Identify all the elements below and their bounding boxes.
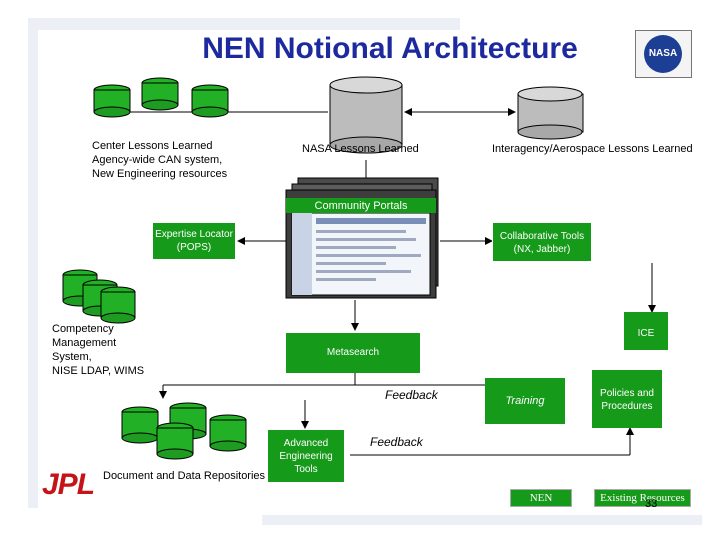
slide-frame-bottom (262, 515, 702, 525)
interagency-label: Interagency/Aerospace Lessons Learned (492, 143, 693, 155)
ice-box: ICE (624, 312, 668, 350)
nasa-logo-mark: NASA (644, 35, 682, 73)
community-portals-label: Community Portals (314, 200, 408, 212)
slide-frame-top (28, 18, 460, 30)
interagency-cylinder (517, 86, 584, 140)
document-cylinders (121, 402, 247, 460)
nasa-ll-cylinder (329, 76, 403, 154)
nasa-ll-label: NASA Lessons Learned (302, 143, 419, 155)
advanced-engineering-box: Advanced Engineering Tools (268, 430, 344, 482)
legend-existing-resources: Existing Resources (594, 489, 691, 507)
center-ll-label: Center Lessons Learned Agency-wide CAN s… (92, 140, 228, 180)
nasa-logo: NASA (635, 30, 692, 78)
metasearch-box: Metasearch (286, 333, 420, 373)
training-box: Training (485, 378, 565, 424)
slide-frame-left (28, 18, 38, 508)
policies-box: Policies and Procedures (592, 370, 662, 428)
document-repositories-label: Document and Data Repositories (103, 470, 266, 482)
jpl-logo: JPL (42, 468, 95, 501)
competency-cylinders (62, 269, 136, 324)
slide-title: NEN Notional Architecture (202, 32, 578, 65)
feedback-label-2: Feedback (370, 435, 423, 449)
expertise-locator-box: Expertise Locator (POPS) (152, 222, 236, 260)
page-number: 33 (645, 498, 658, 510)
center-ll-cylinders (93, 77, 229, 118)
feedback-label-1: Feedback (385, 388, 438, 402)
community-portals-stack (285, 177, 439, 299)
competency-label: Competency Management System, NISE LDAP,… (52, 323, 145, 377)
legend-nen: NEN (510, 489, 572, 507)
collaborative-tools-box: Collaborative Tools (NX, Jabber) (492, 222, 592, 262)
